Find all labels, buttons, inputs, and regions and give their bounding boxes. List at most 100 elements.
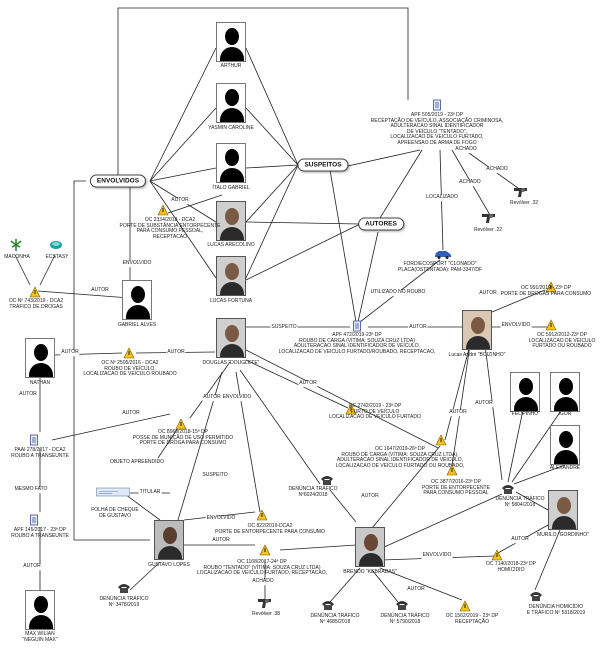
telephone-icon[interactable] [321,599,335,611]
document-icon[interactable] [353,320,361,332]
edge-felipinho-df5804 [507,404,525,483]
revolver-icon[interactable] [481,211,499,225]
warning-triangle-icon[interactable] [29,286,41,298]
edge-label-autor: AUTOR [478,290,498,297]
edge-brendo-oc1562 [379,567,463,601]
telephone-icon[interactable] [529,590,543,602]
edge-label-envolvido: ENVOLVIDO [421,552,453,559]
edge-lucasandre-df5804 [484,344,503,481]
person-arthur-label: ARTHUR [220,63,242,69]
person-gustavo-lopes[interactable] [154,520,184,560]
warning-triangle-icon[interactable] [123,347,135,359]
edge-envolvidos-yasmin [149,107,217,182]
edge-autores-apf472 [357,231,379,323]
record-apf505: APF 505/2019 - 23ª DP RECEPTAÇÃO DE VEÍC… [370,112,504,146]
edge-label-envolvido: ENVOLVIDO [221,394,253,401]
person-yasmin-label: YASMIN CAROLINE [208,125,254,131]
record-oc822: OC 822/2019-DCA2 PORTE DE ENTORPECENTE P… [215,523,325,535]
person-murilo[interactable] [548,490,578,530]
warning-triangle-icon[interactable] [446,464,458,476]
revolver-icon[interactable] [257,596,275,610]
person-douglas[interactable] [216,318,246,358]
person-gabriel-alves[interactable] [122,280,152,320]
edge-label-envolvido: ENVOLVIDO [121,260,153,267]
car-icon[interactable] [434,249,452,259]
warning-triangle-icon[interactable] [435,434,447,446]
edge-label-achado: ACHADO [458,179,482,186]
edge-suspeitos-apf472 [329,169,357,323]
report-df5790: DENÚNCIA TRÁFICO Nº 5790/2018 [380,613,430,625]
edge-brendo-oc1647 [371,445,441,529]
record-oc743: OC Nº 743/2019 - DCA2 TRÁFICO DE DROGAS [8,298,64,310]
cheque-icon[interactable] [96,487,130,497]
edge-label-localizado: LOCALIZADO [425,194,459,201]
hub-autores[interactable]: AUTORES [358,217,404,231]
person-igor-label: IGOR [558,411,572,417]
person-max-wilian-label: MAX WILIAN "NEGUIN MAX" [22,631,58,643]
person-yasmin[interactable] [216,83,246,123]
person-igor[interactable] [550,372,580,412]
document-icon[interactable] [30,434,38,446]
person-gabriel-alves-label: GABRIEL ALVES [117,322,157,328]
warning-triangle-icon[interactable] [256,509,268,521]
person-brendo[interactable] [355,527,385,567]
item-maconha: MACONHA [4,254,30,260]
telephone-icon[interactable] [320,474,334,486]
person-lucas-fortuna[interactable] [216,256,246,296]
edge-douglas-oc8969 [189,361,231,419]
edge-oc8969-objeto [157,427,179,459]
edge-douglas-oc1647 [245,349,439,449]
edge-brendo-df5790 [371,569,399,603]
warning-triangle-icon[interactable] [259,544,271,556]
person-lucas-arecolino[interactable] [216,201,246,241]
edge-label-mesmo-fato: MESMO FATO [13,486,49,493]
document-icon[interactable] [433,99,441,111]
edge-label-achado: ACHADO [251,578,275,585]
edge-suspeitos-italo [245,164,299,169]
edge-suspeitos-lucasarc [245,164,299,223]
hub-suspeitos[interactable]: SUSPEITOS [297,158,349,172]
edge-alexandre-df5804 [513,464,566,485]
warning-triangle-icon[interactable] [545,319,557,331]
edge-autores-lucasfor [245,223,361,281]
document-icon[interactable] [30,514,38,526]
telephone-icon[interactable] [117,582,131,594]
edge-label-utilizado: UTILIZADO NO ROUBO [369,289,427,296]
telephone-icon[interactable] [395,599,409,611]
record-oc3877: OC 3877/2016-23ª DP PORTE DE ENTORPECENT… [422,479,490,497]
edge-ecstasy-oc743 [39,254,56,286]
person-max-wilian[interactable] [25,590,55,630]
warning-triangle-icon[interactable] [491,549,503,561]
edge-label-autor: AUTOR [166,349,186,356]
edge-lucasandre-oc991 [491,289,546,313]
telephone-icon[interactable] [501,483,515,495]
edge-italo-oc2334 [167,194,223,214]
person-italo[interactable] [216,143,246,183]
item-revolver22: Revólver .22 [473,227,503,233]
person-douglas-label: DOUGLAS "DOUGLETE" [202,360,260,366]
revolver-icon[interactable] [513,185,531,199]
person-nathan-label: NATHAN [29,380,51,386]
warning-triangle-icon[interactable] [175,418,187,430]
edge-envolvidos-lucasfor [149,180,217,279]
person-arthur[interactable] [216,22,246,62]
record-oc2742: OC 2742/2019 - 23ª DP FURTO DE VEÍCULO L… [329,403,421,421]
person-gustavo-lopes-label: GUSTAVO LOPES [148,562,190,568]
hub-envolvidos[interactable]: ENVOLVIDOS [89,174,147,188]
person-nathan[interactable] [25,338,55,378]
edge-label-suspeito: SUSPEITO [270,324,298,331]
warning-triangle-icon[interactable] [459,600,471,612]
edge-autores-lucasarc [245,221,361,225]
edge-brendo-oc1168 [279,544,357,551]
person-lucas-andre[interactable] [462,310,492,350]
warning-triangle-icon[interactable] [345,403,357,415]
person-felipinho[interactable] [510,372,540,412]
edge-label-autor: AUTOR [60,349,80,356]
person-alexandre[interactable] [550,425,580,465]
person-lucas-fortuna-label: LUCAS FORTUNA [209,298,253,304]
edge-label-autor: AUTOR [90,287,110,294]
warning-triangle-icon[interactable] [157,204,169,216]
warning-triangle-icon[interactable] [545,281,557,293]
edge-label-suspeito: SUSPEITO [201,472,229,479]
edge-lucasandre-oc3877 [451,344,471,467]
